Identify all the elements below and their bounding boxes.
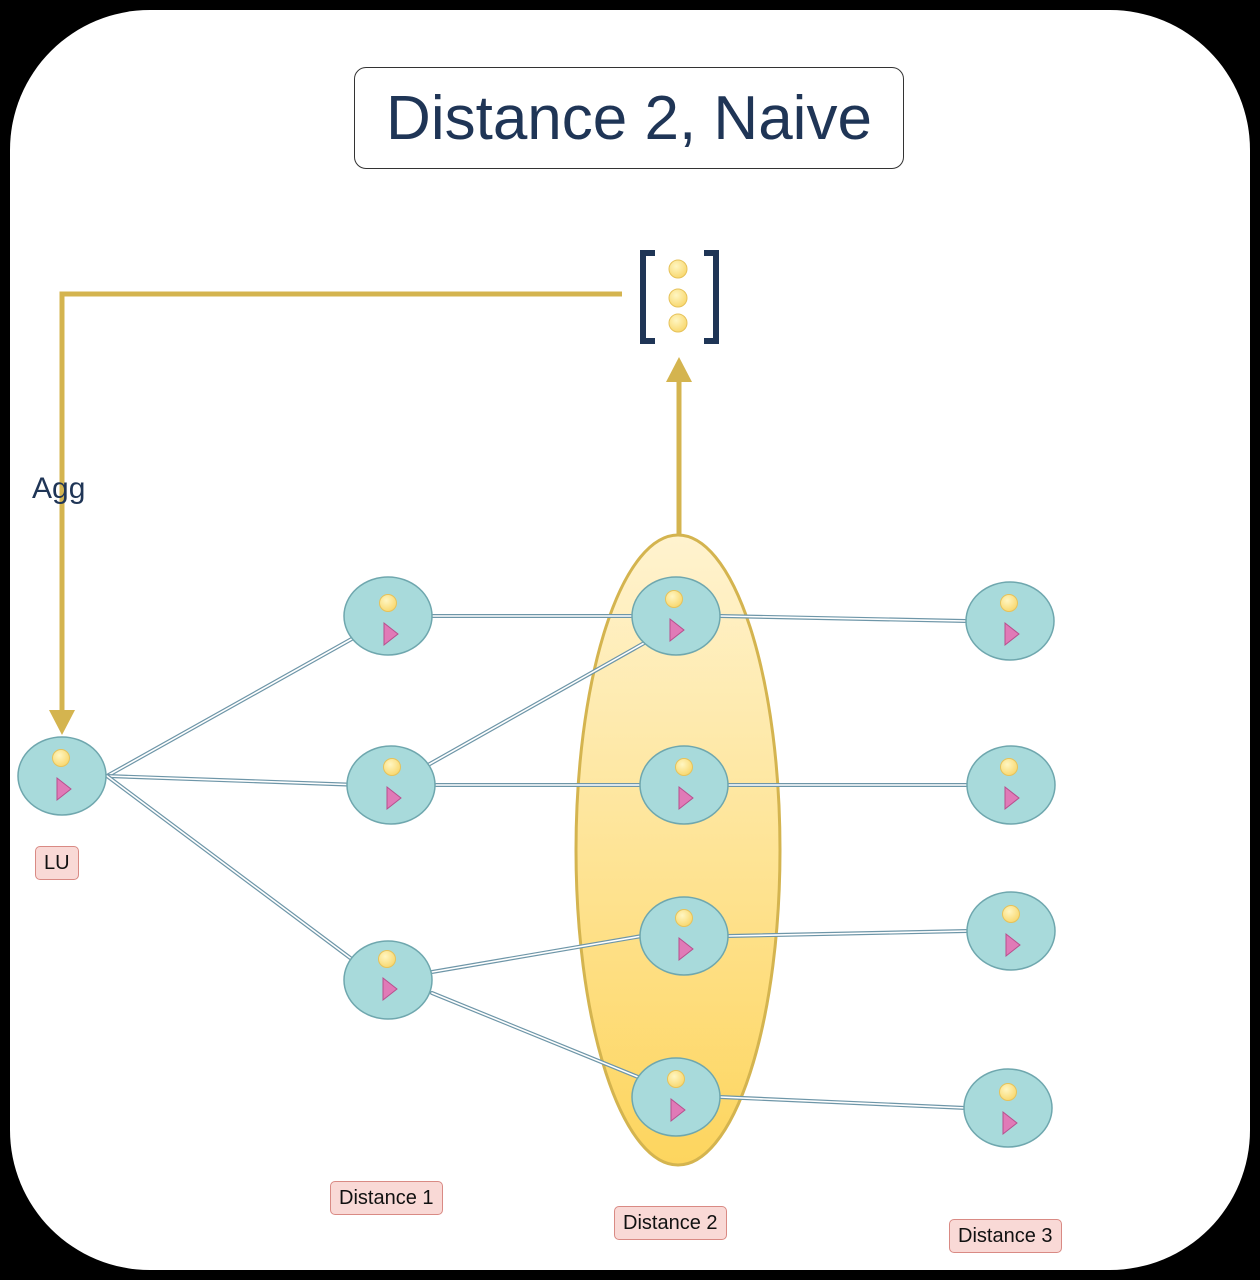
node-distance-1-a (343, 576, 433, 656)
play-icon (1004, 621, 1020, 647)
node-distance-3-c (966, 891, 1056, 971)
edge-d2d-d3d-inner (719, 1096, 967, 1109)
feature-dot-icon (675, 909, 693, 927)
edge-d2a-d3a-inner (719, 615, 967, 622)
play-icon (382, 976, 398, 1002)
play-icon (386, 785, 402, 811)
agg-return-path (59, 291, 622, 710)
feature-dot-icon (1000, 594, 1018, 612)
aggregated-vector (640, 250, 719, 344)
feature-dot-icon (665, 590, 683, 608)
feature-dot-icon (1000, 758, 1018, 776)
agg-label: Agg (32, 472, 86, 505)
edge-lu-d1a-inner (106, 635, 358, 777)
agg-arrow-up-head (666, 357, 692, 382)
distance-1-tag: Distance 1 (330, 1181, 443, 1215)
distance-3-tag: Distance 3 (949, 1219, 1062, 1253)
feature-dot-icon (999, 1083, 1017, 1101)
node-distance-3-b (966, 745, 1056, 825)
edge-lu-d1b-inner (106, 775, 361, 786)
feature-dot-icon (378, 950, 396, 968)
page-title: Distance 2, Naive (386, 83, 872, 153)
node-distance-2-d (631, 1057, 721, 1137)
left-bracket-icon (640, 250, 655, 344)
feature-dot-icon (1002, 905, 1020, 923)
lu-tag: LU (35, 846, 79, 880)
graph-svg (17, 250, 1056, 1167)
edge-lu-d1c-inner (106, 775, 358, 964)
feature-dot-icon (675, 758, 693, 776)
play-icon (678, 936, 694, 962)
play-icon (678, 785, 694, 811)
node-distance-1-c (343, 940, 433, 1020)
right-bracket-icon (704, 250, 719, 344)
title-box: Distance 2, Naive (354, 67, 904, 169)
node-distance-3-d (963, 1068, 1053, 1148)
node-distance-2-b (639, 745, 729, 825)
play-icon (1002, 1110, 1018, 1136)
edges (105, 614, 970, 1110)
feature-dot-icon (667, 1070, 685, 1088)
feature-dot-icon (383, 758, 401, 776)
node-distance-2-a (631, 576, 721, 656)
edge-d1c-d2d-inner (431, 992, 639, 1078)
play-icon (1005, 932, 1021, 958)
node-distance-2-c (639, 896, 729, 976)
play-icon (56, 776, 72, 802)
play-icon (383, 621, 399, 647)
aggregation-arrows (49, 291, 692, 735)
edge-d1c-d2c-inner (431, 935, 643, 973)
diagram-canvas: Distance 2, Naive (10, 10, 1250, 1270)
vector-dot-2 (668, 288, 688, 308)
edge-d2c-d3c-inner (727, 930, 969, 937)
distance-2-tag: Distance 2 (614, 1206, 727, 1240)
edge-d1b-d2a-inner (427, 641, 647, 766)
node-distance-1-b (346, 745, 436, 825)
feature-dot-icon (52, 749, 70, 767)
play-icon (1004, 785, 1020, 811)
play-icon (669, 617, 685, 643)
feature-dot-icon (379, 594, 397, 612)
vector-dot-3 (668, 313, 688, 333)
node-lu (17, 736, 107, 816)
vector-dot-1 (668, 259, 688, 279)
agg-arrow-down-head (49, 710, 75, 735)
node-distance-3-a (965, 581, 1055, 661)
play-icon (670, 1097, 686, 1123)
